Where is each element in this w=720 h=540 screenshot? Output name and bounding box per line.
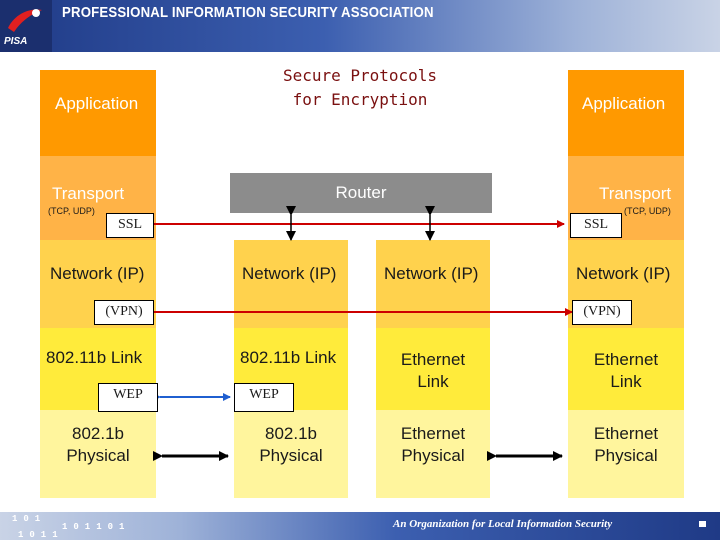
router-right-physical-label: Ethernet Physical xyxy=(376,423,490,467)
left-link-label: 802.11b Link xyxy=(46,348,143,367)
router-right-link-band xyxy=(376,328,490,410)
right-application-label: Application xyxy=(582,94,666,113)
router-right-physical-band xyxy=(376,410,490,498)
router-left-physical-label: 802.1b Physical xyxy=(234,423,348,467)
right-network-label: Network (IP) xyxy=(576,264,671,283)
footer-tagline: An Organization for Local Information Se… xyxy=(393,518,613,530)
router-right-link-line2: Link xyxy=(417,372,449,391)
left-physical-line2: Physical xyxy=(66,446,130,465)
right-link-line2: Link xyxy=(610,372,642,391)
right-link-label: Ethernet Link xyxy=(568,349,684,393)
left-transport-sub: (TCP, UDP) xyxy=(48,206,95,216)
left-transport-label: Transport xyxy=(52,184,125,203)
title-line2: for Encryption xyxy=(292,90,428,109)
header-banner xyxy=(0,0,720,52)
left-network-label: Network (IP) xyxy=(50,264,145,283)
router-left-physical-line1: 802.1b xyxy=(265,424,317,443)
right-physical-line2: Physical xyxy=(594,446,658,465)
right-physical-label: Ethernet Physical xyxy=(568,423,684,467)
router-right-physical-line2: Physical xyxy=(401,446,465,465)
right-link-band xyxy=(568,328,684,410)
right-transport-sub: (TCP, UDP) xyxy=(624,206,671,216)
vpn-right-box: (VPN) xyxy=(572,300,632,325)
title-line1: Secure Protocols xyxy=(282,66,438,85)
pisa-logo xyxy=(0,0,52,52)
left-physical-band xyxy=(40,410,156,498)
router-left-physical-line2: Physical xyxy=(259,446,323,465)
right-transport-label: Transport xyxy=(599,184,672,203)
diagram-title: Secure Protocols for Encryption xyxy=(255,64,465,112)
left-application-label: Application xyxy=(55,94,139,113)
footer-binary-2: 1011 xyxy=(18,530,64,540)
router-label: Router xyxy=(335,183,387,202)
router-right-network-label: Network (IP) xyxy=(384,264,479,283)
footer-banner xyxy=(0,512,720,540)
right-host-stack xyxy=(568,70,684,498)
wep-left-box: WEP xyxy=(98,383,158,412)
right-application-band xyxy=(568,70,684,156)
left-physical-label: 802.1b Physical xyxy=(40,423,156,467)
footer-binary-1: 101 xyxy=(12,514,47,524)
wep-right-box: WEP xyxy=(234,383,294,412)
logo-text: PISA xyxy=(4,36,28,47)
pisa-swoosh-icon xyxy=(8,9,42,32)
router-left-network-label: Network (IP) xyxy=(242,264,337,283)
org-title: PROFESSIONAL INFORMATION SECURITY ASSOCI… xyxy=(62,4,434,21)
router-right-link-label: Ethernet Link xyxy=(376,349,490,393)
router-right-link-line1: Ethernet xyxy=(400,350,466,369)
router-left-physical-band xyxy=(234,410,348,498)
router-box xyxy=(230,173,492,213)
left-application-band xyxy=(40,70,156,156)
router-right-physical-line1: Ethernet xyxy=(400,424,466,443)
ssl-left-box: SSL xyxy=(106,213,154,238)
right-physical-band xyxy=(568,410,684,498)
router-left-link-label: 802.11b Link xyxy=(240,348,337,367)
right-physical-line1: Ethernet xyxy=(593,424,659,443)
ssl-right-box: SSL xyxy=(570,213,622,238)
left-physical-line1: 802.1b xyxy=(72,424,124,443)
vpn-left-box: (VPN) xyxy=(94,300,154,325)
footer-square-icon xyxy=(699,521,706,527)
right-link-line1: Ethernet xyxy=(593,350,659,369)
footer-binary-3: 101101 xyxy=(62,522,131,532)
